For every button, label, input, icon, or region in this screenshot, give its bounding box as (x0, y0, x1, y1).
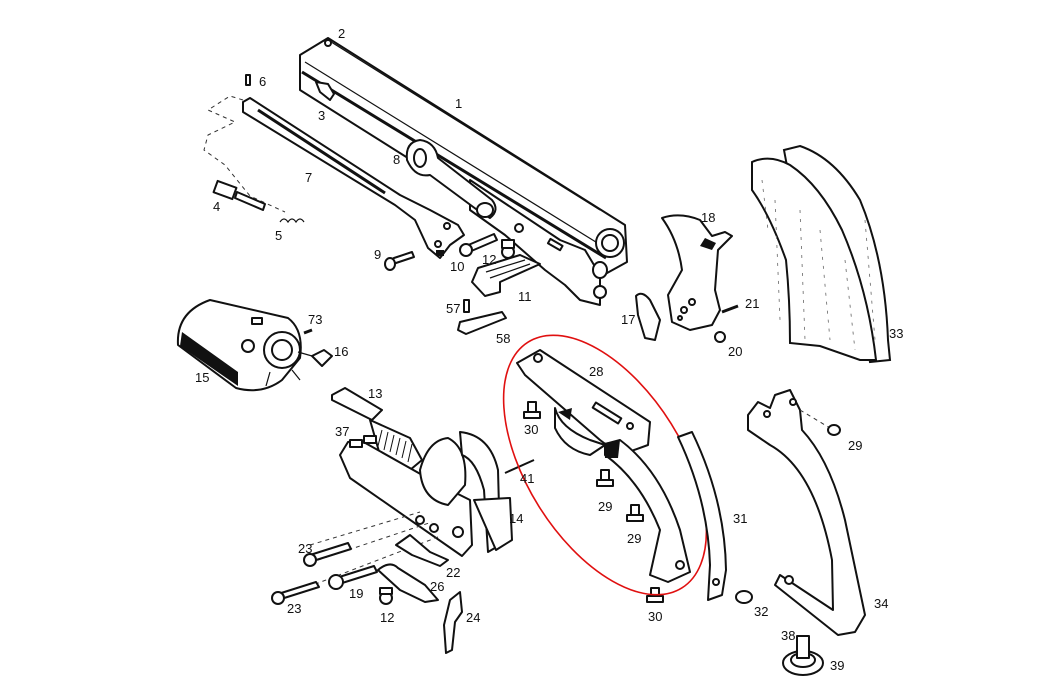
label-57: 57 (446, 301, 460, 316)
label-22: 22 (446, 565, 460, 580)
part-frame-screws (271, 542, 393, 605)
label-73: 73 (308, 312, 322, 327)
label-9: 9 (374, 247, 381, 262)
highlight-ellipse (502, 334, 708, 596)
label-11: 11 (518, 289, 532, 304)
label-29a: 29 (598, 499, 612, 514)
label-19: 19 (349, 586, 363, 601)
part-barrel (299, 37, 628, 306)
part-hammer (635, 214, 739, 343)
label-31: 31 (733, 511, 747, 526)
label-8: 8 (393, 152, 400, 167)
part-pin-41 (504, 459, 535, 474)
part-grip-screws (523, 401, 664, 603)
label-23a: 23 (298, 541, 312, 556)
part-57-58 (457, 299, 507, 335)
part-backstrap (747, 389, 866, 636)
label-12b: 12 (380, 610, 394, 625)
part-grips (751, 144, 892, 364)
part-labels: 2 1 3 6 7 8 4 5 9 10 12 11 57 58 73 16 1… (195, 26, 903, 673)
part-backstrap-spacer (677, 431, 727, 601)
label-38: 38 (781, 628, 795, 643)
label-2: 2 (338, 26, 345, 41)
part-rammer (405, 139, 497, 219)
label-29b: 29 (627, 531, 641, 546)
label-13: 13 (368, 386, 382, 401)
label-4: 4 (213, 199, 220, 214)
label-6: 6 (259, 74, 266, 89)
label-3: 3 (318, 108, 325, 123)
label-16: 16 (334, 344, 348, 359)
part-screws-upper (384, 233, 515, 271)
label-18: 18 (701, 210, 715, 225)
label-7: 7 (305, 170, 312, 185)
label-30a: 30 (524, 422, 538, 437)
part-wedge-screw (212, 74, 305, 224)
label-34: 34 (874, 596, 888, 611)
part-screw-32 (735, 590, 753, 604)
part-frame (331, 387, 513, 557)
label-1: 1 (455, 96, 462, 111)
part-loading-lever (242, 97, 465, 259)
label-10: 10 (450, 259, 464, 274)
label-17: 17 (621, 312, 635, 327)
part-nipple (311, 349, 333, 367)
label-20: 20 (728, 344, 742, 359)
label-21: 21 (745, 296, 759, 311)
label-58: 58 (496, 331, 510, 346)
label-41: 41 (520, 471, 534, 486)
part-trigger-guard (516, 349, 691, 583)
part-11-block (471, 254, 541, 297)
label-15: 15 (195, 370, 209, 385)
part-38-39 (782, 635, 824, 676)
part-cylinder (176, 299, 313, 392)
label-33: 33 (889, 326, 903, 341)
label-29c: 29 (848, 438, 862, 453)
label-28: 28 (589, 364, 603, 379)
part-pin-73 (303, 328, 313, 335)
label-5: 5 (275, 228, 282, 243)
label-39: 39 (830, 658, 844, 673)
label-37: 37 (335, 424, 349, 439)
label-14: 14 (509, 511, 523, 526)
part-bolt-trigger (377, 534, 463, 654)
label-24: 24 (466, 610, 480, 625)
label-12a: 12 (482, 252, 496, 267)
label-26: 26 (430, 579, 444, 594)
label-23b: 23 (287, 601, 301, 616)
label-32: 32 (754, 604, 768, 619)
label-30b: 30 (648, 609, 662, 624)
